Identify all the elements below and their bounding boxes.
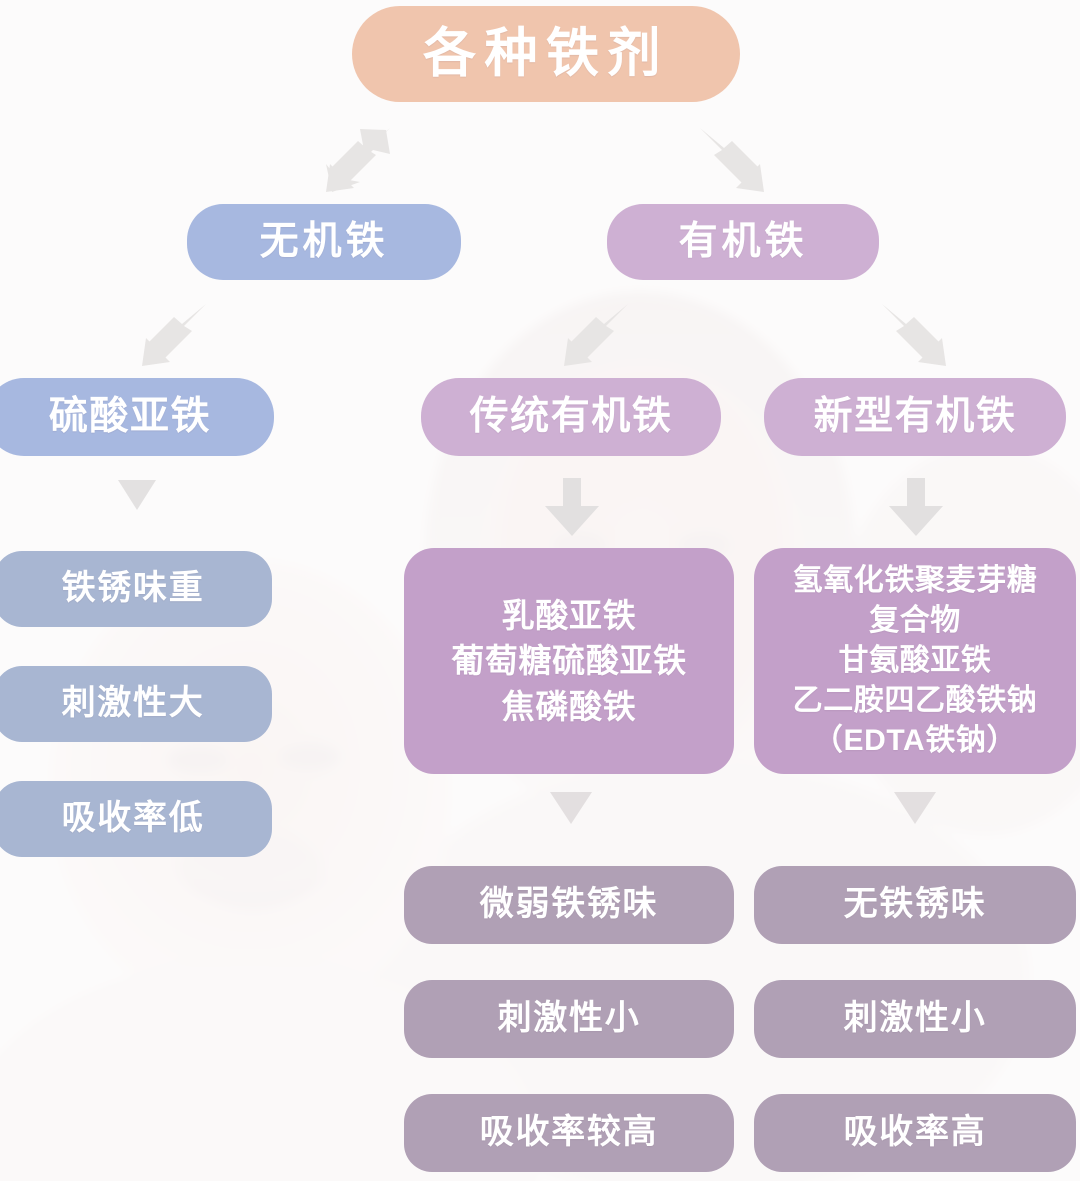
- traditional-property-0: 微弱铁锈味: [404, 866, 734, 944]
- arrow-inorganic-to-ferrous-sulfate: [134, 300, 212, 370]
- node-modern-organic-iron: 新型有机铁: [764, 378, 1066, 456]
- inorganic-property-0: 铁锈味重: [0, 551, 272, 627]
- title-node: 各种铁剂: [352, 6, 740, 102]
- modern-property-2: 吸收率高: [754, 1094, 1076, 1172]
- modern-property-1: 刺激性小: [754, 980, 1076, 1058]
- node-organic-iron: 有机铁: [607, 204, 879, 280]
- arrow-modern-compounds-to-properties: [892, 790, 938, 826]
- traditional-property-1: 刺激性小: [404, 980, 734, 1058]
- arrow-organic-to-modern: [876, 300, 954, 370]
- arrow-organic-to-traditional: [556, 300, 634, 370]
- inorganic-property-2: 吸收率低: [0, 781, 272, 857]
- node-traditional-organic-iron: 传统有机铁: [421, 378, 721, 456]
- arrow-traditional-to-compounds: [541, 476, 603, 538]
- arrow-title-to-organic: [694, 124, 772, 196]
- arrow-traditional-compounds-to-properties: [548, 790, 594, 826]
- inorganic-property-1: 刺激性大: [0, 666, 272, 742]
- modern-property-0: 无铁锈味: [754, 866, 1076, 944]
- arrow-title-to-inorganic: [318, 124, 396, 196]
- arrow-ferrous-sulfate-to-properties: [116, 478, 158, 512]
- node-modern-compounds: 氢氧化铁聚麦芽糖 复合物 甘氨酸亚铁 乙二胺四乙酸铁钠 （EDTA铁钠）: [754, 548, 1076, 774]
- node-inorganic-iron: 无机铁: [187, 204, 461, 280]
- node-ferrous-sulfate: 硫酸亚铁: [0, 378, 274, 456]
- arrow-modern-to-compounds: [885, 476, 947, 538]
- node-traditional-compounds: 乳酸亚铁 葡萄糖硫酸亚铁 焦磷酸铁: [404, 548, 734, 774]
- traditional-property-2: 吸收率较高: [404, 1094, 734, 1172]
